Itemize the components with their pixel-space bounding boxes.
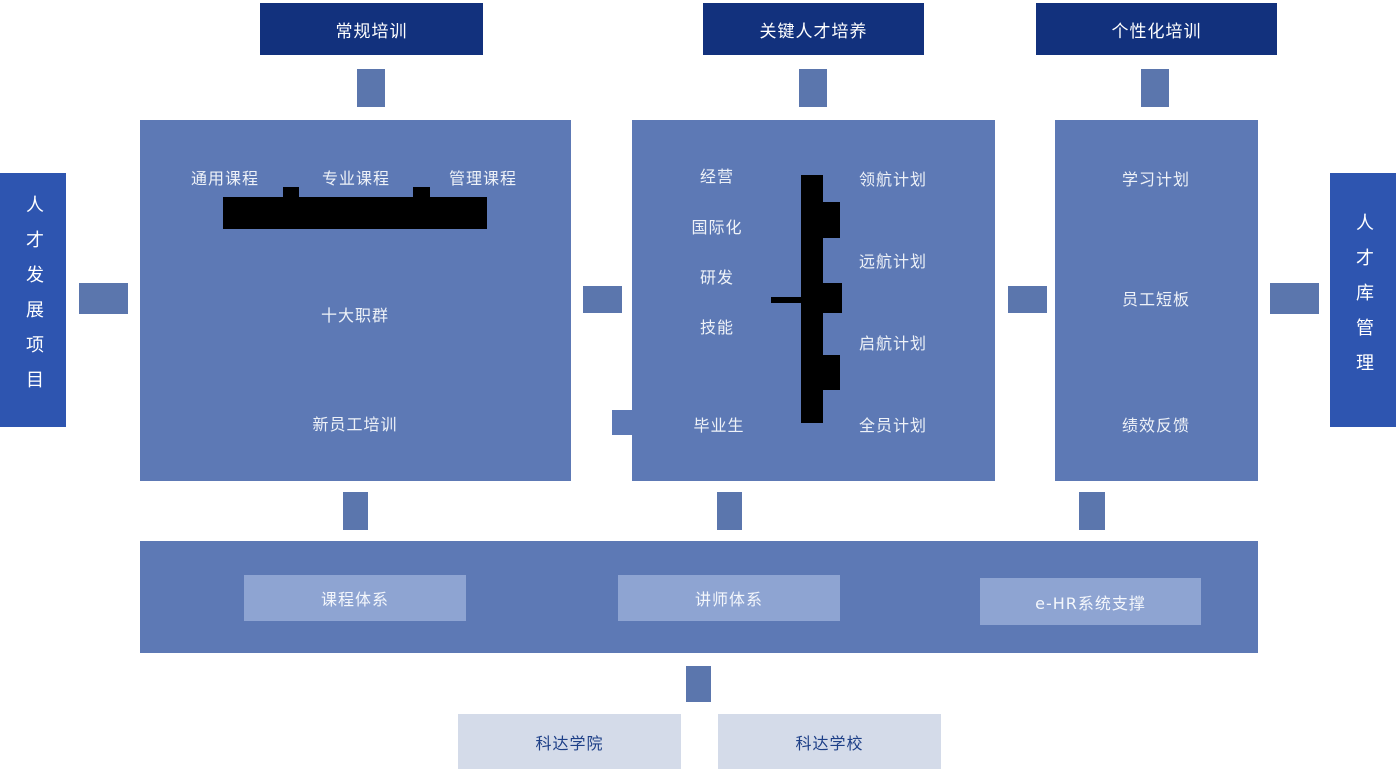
connector-personalized-to-foundation [1079, 492, 1105, 530]
label-skills: 技能 [699, 318, 735, 337]
side-box-talent-pool-management: 人才库管理 [1330, 173, 1396, 427]
side-box-talent-pool-management-label: 人才库管理 [1353, 212, 1374, 388]
side-box-talent-development-projects: 人才发展项目 [0, 173, 66, 427]
label-operations: 经营 [699, 167, 735, 186]
redaction-bar [223, 197, 487, 229]
label-all-staff-plan: 全员计划 [858, 416, 928, 435]
panel-personalized [1055, 120, 1258, 481]
redaction-step-2 [823, 283, 842, 313]
label-pilot-plan: 领航计划 [858, 170, 928, 189]
connector-foundation-to-schools [686, 666, 711, 702]
connector-header-key-talent [799, 69, 827, 107]
redaction-bump-2 [413, 187, 430, 199]
redaction-vertical-bar [801, 175, 823, 423]
label-general-courses: 通用课程 [190, 169, 260, 188]
panel-regular-training [140, 120, 571, 481]
connector-graduate-edge [612, 410, 633, 435]
connector-keytalent-to-foundation [717, 492, 742, 530]
redaction-step-3 [823, 355, 840, 390]
side-box-talent-development-projects-label: 人才发展项目 [23, 195, 44, 405]
redaction-step-1 [823, 202, 840, 238]
label-sail-plan: 启航计划 [858, 334, 928, 353]
header-regular-training: 常规培训 [260, 3, 483, 55]
header-personalized-training: 个性化培训 [1036, 3, 1277, 55]
label-management-courses: 管理课程 [448, 169, 518, 188]
label-internationalization: 国际化 [691, 218, 743, 237]
label-performance-feedback: 绩效反馈 [1121, 416, 1191, 435]
school-keda-school: 科达学校 [718, 714, 941, 769]
redaction-bump-1 [283, 187, 299, 199]
connector-regular-to-keytalent [583, 286, 622, 313]
label-employee-weakness: 员工短板 [1121, 290, 1191, 309]
connector-header-regular [357, 69, 385, 107]
label-new-employee-training: 新员工培训 [312, 415, 398, 434]
school-keda-college: 科达学院 [458, 714, 681, 769]
connector-left-side [79, 283, 128, 314]
header-key-talent-development: 关键人才培养 [703, 3, 924, 55]
foundation-ehr-system-support: e-HR系统支撑 [980, 578, 1201, 625]
label-professional-courses: 专业课程 [321, 169, 391, 188]
connector-right-side [1270, 283, 1319, 314]
connector-header-personalized [1141, 69, 1169, 107]
foundation-lecturer-system: 讲师体系 [618, 575, 840, 621]
foundation-course-system: 课程体系 [244, 575, 466, 621]
label-graduates: 毕业生 [693, 416, 745, 435]
label-learning-plan: 学习计划 [1121, 170, 1191, 189]
redaction-left-tick [771, 297, 801, 303]
connector-regular-to-foundation [343, 492, 368, 530]
label-ten-job-groups: 十大职群 [320, 306, 390, 325]
label-rnd: 研发 [699, 268, 735, 287]
label-voyage-plan: 远航计划 [858, 252, 928, 271]
connector-keytalent-to-personalized [1008, 286, 1047, 313]
